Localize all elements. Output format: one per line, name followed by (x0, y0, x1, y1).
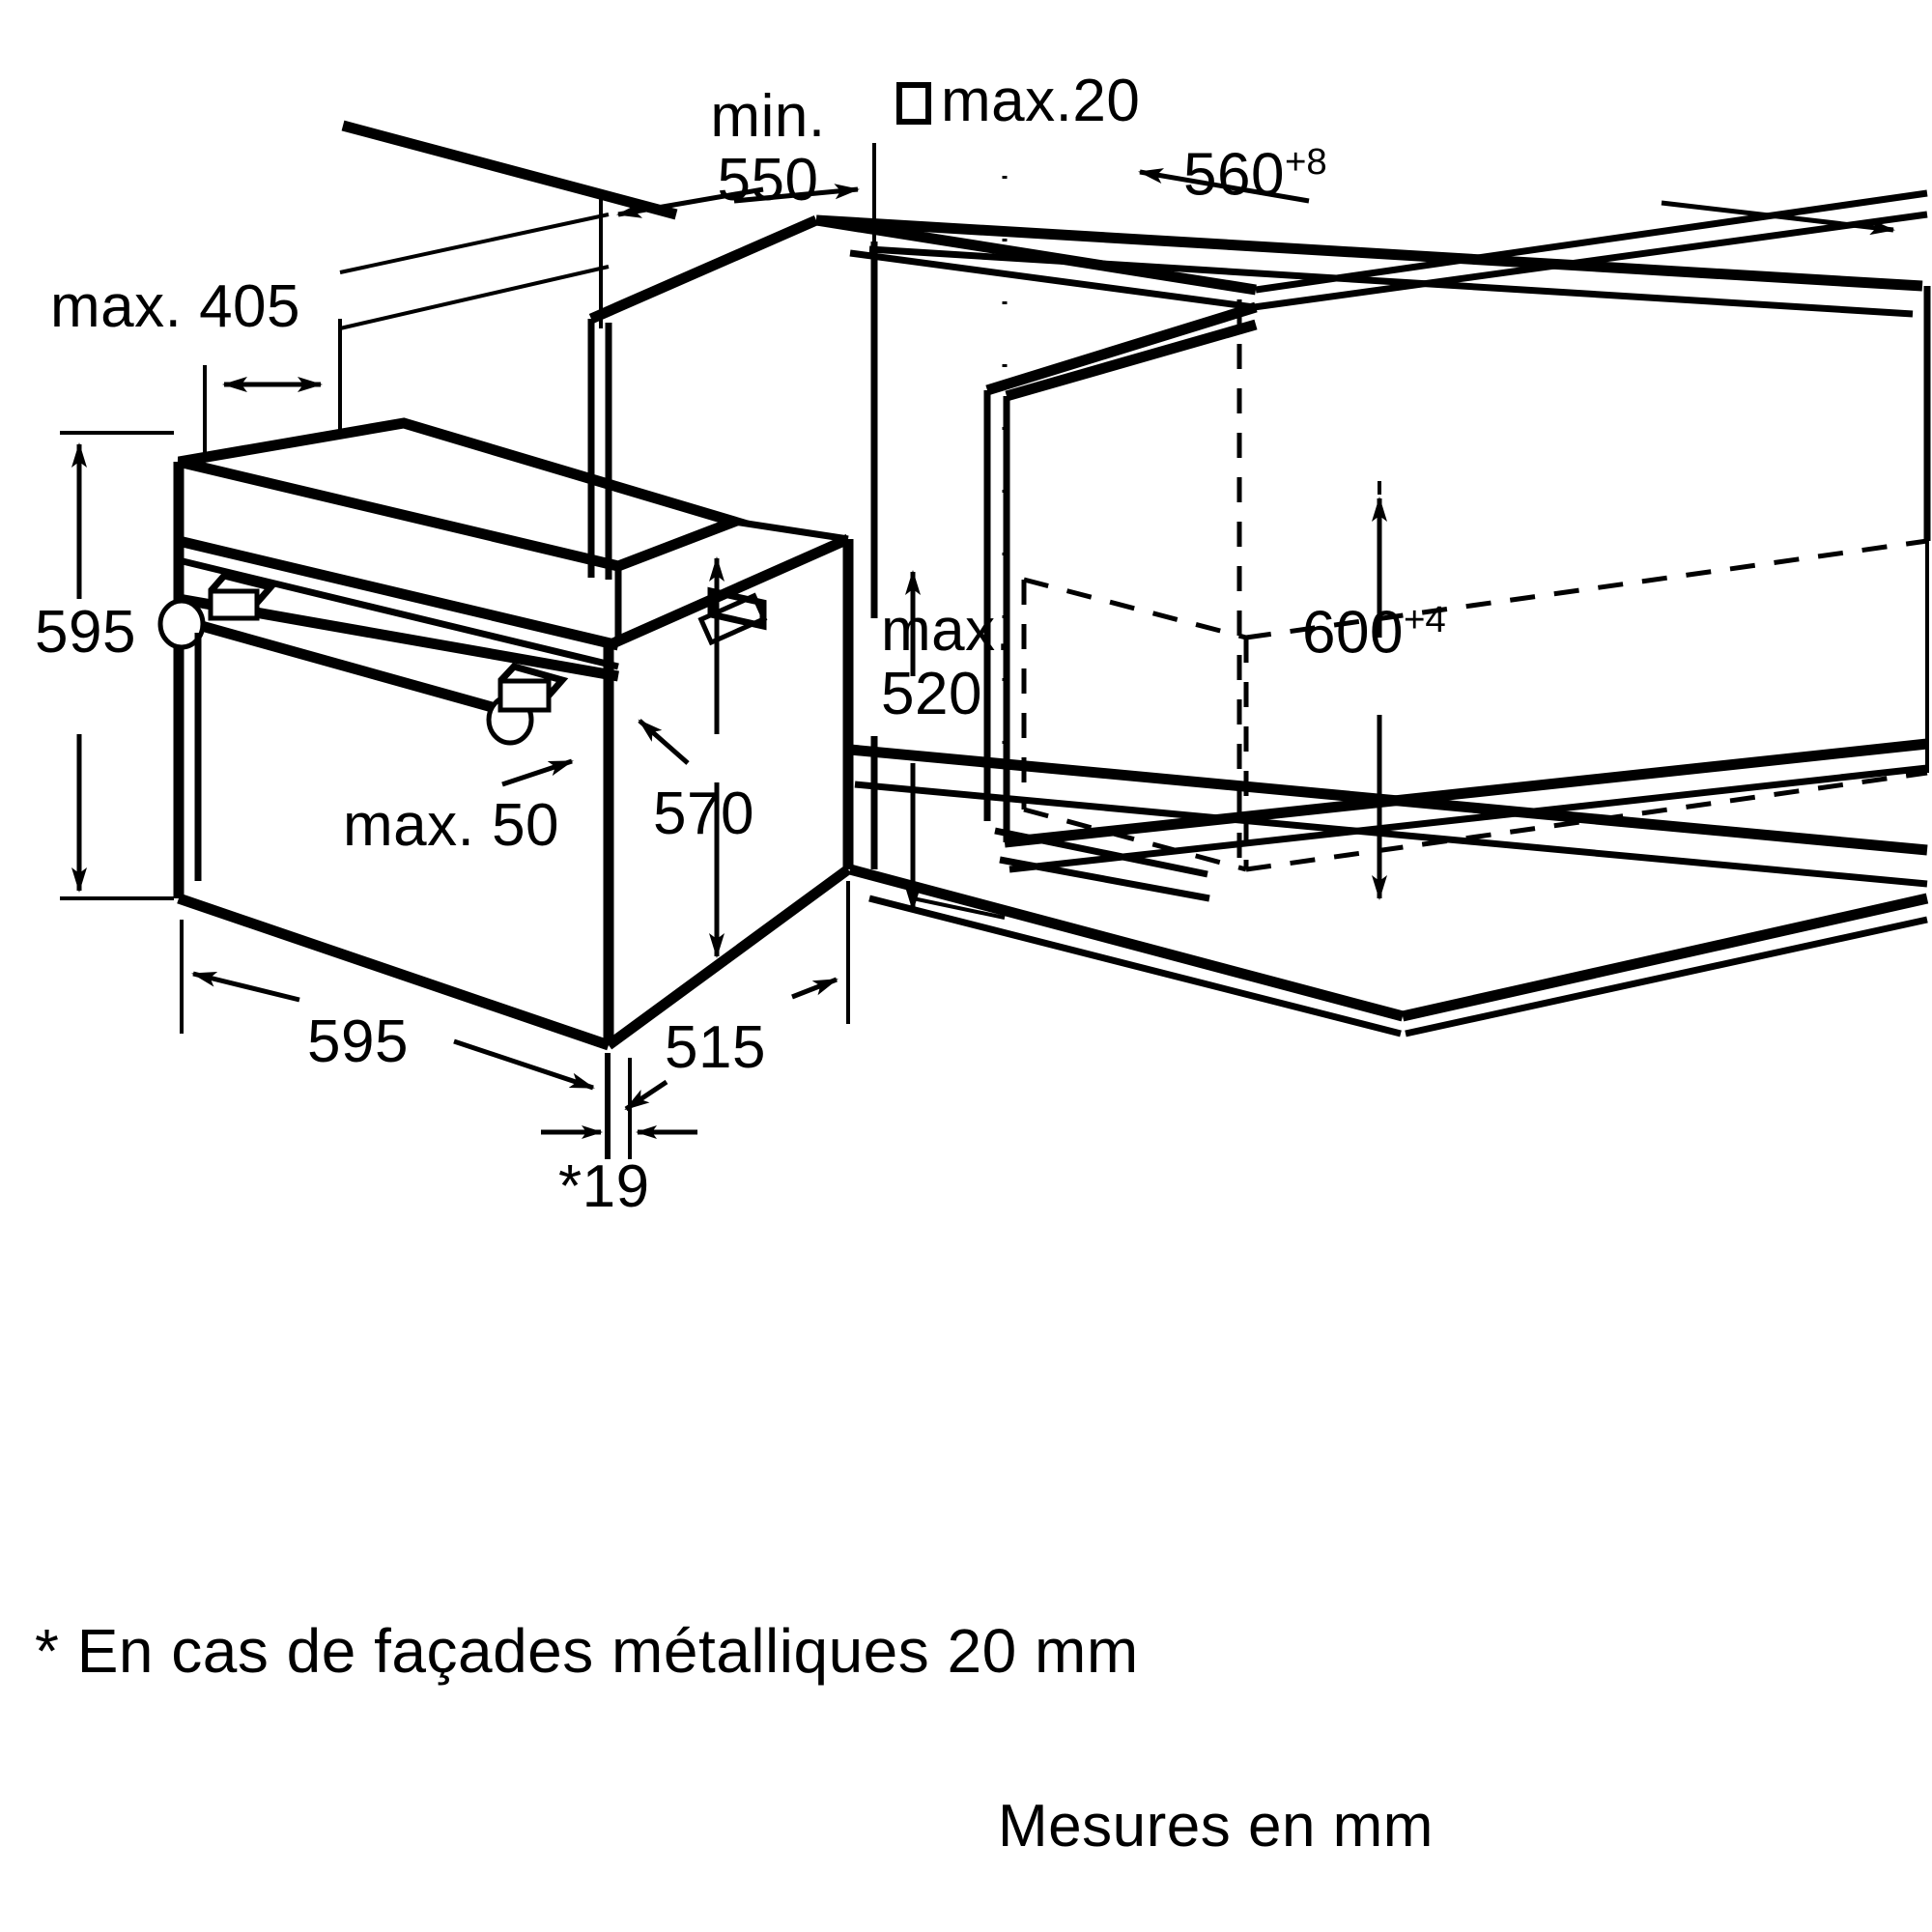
label-560-group: 560+8 (1183, 141, 1327, 209)
label-min-550: min. 550 (676, 85, 860, 212)
label-max-520-line2: 520 (881, 660, 982, 727)
label-19-thickness: *19 (558, 1153, 650, 1220)
label-max-405: max. 405 (50, 273, 301, 340)
label-max-520: max. 520 (881, 599, 1012, 725)
dim-max-50 (501, 719, 690, 787)
units-note: Mesures en mm (998, 1793, 1434, 1860)
dim-595-height (60, 431, 174, 900)
dim-515-depth (624, 881, 850, 1112)
label-max-20-group: max.20 (896, 70, 1140, 133)
label-515-depth: 515 (665, 1014, 766, 1081)
footnote-metal-facades: * En cas de façades métalliques 20 mm (35, 1616, 1139, 1686)
label-560-sup: +8 (1284, 141, 1327, 183)
label-595-width: 595 (307, 1009, 409, 1075)
dim-19-thickness (541, 1053, 697, 1159)
label-595-height: 595 (35, 599, 136, 666)
label-max-50: max. 50 (343, 792, 560, 859)
label-max-20: max.20 (941, 68, 1141, 134)
label-min-550-line2: 550 (717, 146, 819, 213)
label-600-group: 600+4 (1302, 599, 1446, 667)
oven-appliance-outline (157, 417, 854, 1051)
label-min-550-line1: min. (710, 83, 826, 150)
cabinet-niche-outline (341, 120, 1931, 1037)
label-max-520-line1: max. (881, 597, 1013, 664)
label-600-base: 600 (1302, 599, 1404, 667)
dim-max-520 (905, 570, 1006, 920)
label-600-sup: +4 (1403, 599, 1446, 640)
dim-max-405 (203, 213, 610, 462)
square-symbol-icon (896, 82, 931, 125)
label-560-base: 560 (1183, 141, 1285, 209)
dim-max-20 (733, 143, 1008, 744)
label-570-height: 570 (653, 781, 754, 847)
dim-560 (1138, 168, 1895, 236)
